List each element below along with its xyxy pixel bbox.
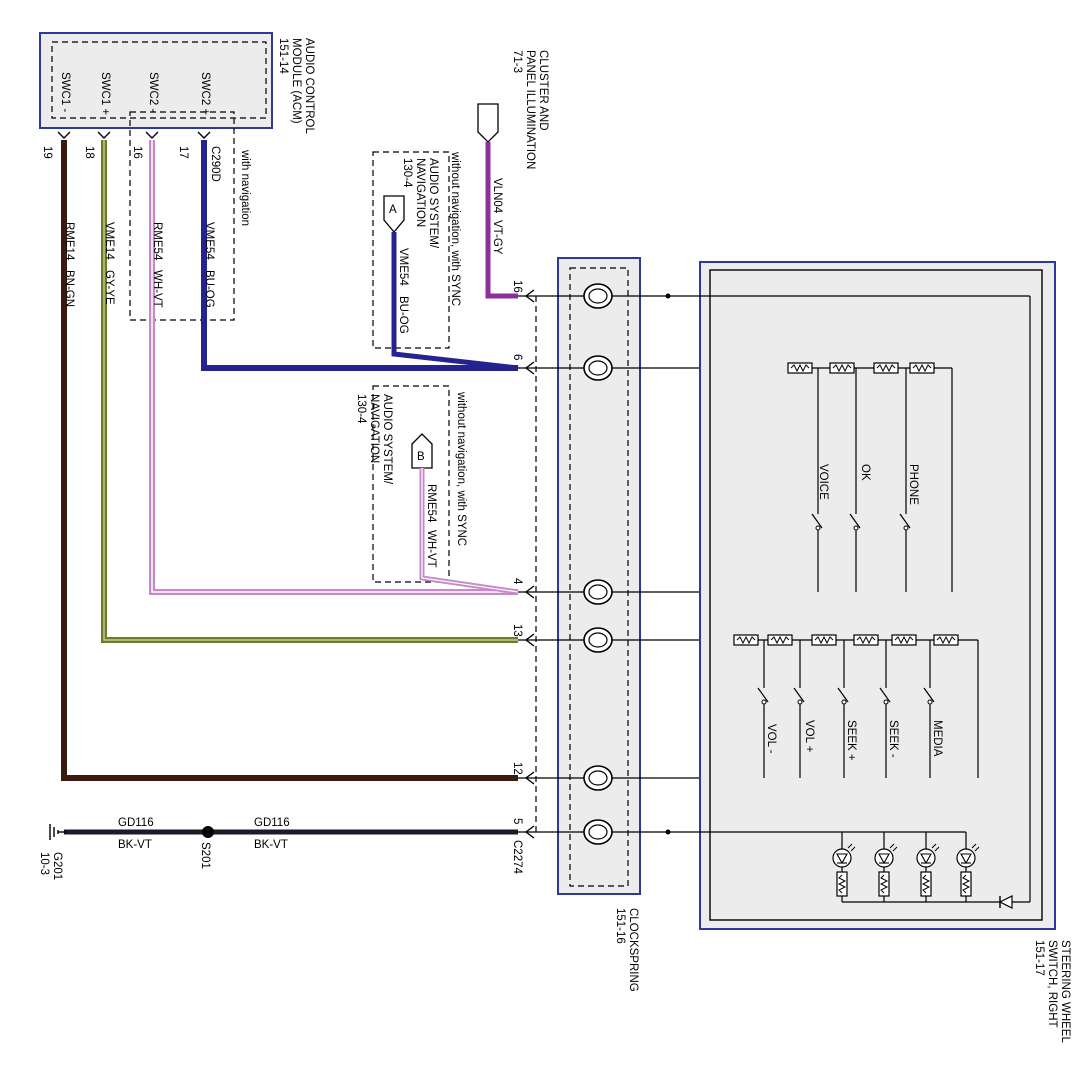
nav-b-system-line2: NAVIGATION [368, 394, 380, 463]
cluster-title-line2: PANEL ILLUMINATION [524, 50, 536, 169]
clockspring-pin-6: 6 [511, 354, 523, 360]
acm-pin-num-18: 18 [83, 146, 95, 159]
wire-bu-og [201, 140, 518, 371]
acm-pin-swc2-minus: SWC2 - [147, 72, 159, 112]
acm-with-navigation: with navigation [239, 149, 251, 226]
cluster-color-code: VT-GY [491, 220, 503, 255]
acm-pin-swc1-minus: SWC1 - [59, 72, 71, 112]
wire-nav-a-bu-og [391, 232, 519, 371]
acm-pin-num-16: 16 [131, 146, 143, 159]
wire-label-vme54: VME54 [203, 222, 215, 260]
wire-vt-gy [485, 142, 518, 299]
nav-b-block: without navigation, with SYNC AUDIO SYST… [355, 385, 519, 595]
wire-label-bu-og: BU-OG [203, 270, 215, 308]
nav-b-color-code: WH-VT [425, 530, 437, 568]
top-resistor-ladder: VOICE OK PHONE [787, 362, 953, 592]
button-seek-plus-label: SEEK + [845, 720, 857, 761]
nav-a-circuit: VME54 [397, 248, 409, 286]
led-icon [832, 843, 856, 868]
wire-label-wh-vt: WH-VT [151, 270, 163, 308]
nav-a-color-code: BU-OG [397, 296, 409, 334]
acm-pin-numbers: 19 18 16 17 C290D with navigation [41, 146, 251, 226]
clockspring-pin-5: 5 [511, 818, 523, 824]
button-vol-minus-label: VOL - [765, 724, 777, 754]
splice-label: S201 [199, 842, 211, 869]
clockspring-pin-12: 12 [511, 762, 523, 775]
bottom-resistor-ladder: VOL - VOL + SEEK + SEEK - MEDIA [733, 634, 979, 778]
audio-control-module: AUDIO CONTROL MODULE (ACM) 151-14 SWC1 -… [39, 32, 315, 321]
ground-color-right: BK-VT [254, 839, 288, 851]
wire-label-vme14: VME14 [103, 222, 115, 260]
acm-connector: C290D [209, 146, 221, 182]
acm-pin-swc2-plus: SWC2 + [199, 72, 211, 115]
splice-dot [202, 826, 214, 838]
nav-a-system-line3: 130-4 [401, 158, 413, 188]
led-icon [956, 843, 980, 868]
nav-b-system-line3: 130-4 [355, 394, 367, 424]
switch-title-line3: 151-17 [1033, 940, 1045, 976]
ground-point-line1: G201 [51, 852, 63, 880]
ground-color-left: BK-VT [118, 839, 152, 851]
ground-circuit-right: GD116 [254, 817, 290, 829]
cluster-connector-shape [477, 103, 499, 143]
acm-pin-labels: SWC1 - SWC1 + SWC2 - SWC2 + [59, 72, 211, 115]
wire-label-rme14: RME14 [63, 222, 75, 261]
clockspring-arrows [524, 289, 535, 839]
clockspring-pin-13: 13 [511, 624, 523, 637]
nav-a-tag: A [389, 204, 397, 216]
cluster-title-line3: 71-3 [511, 50, 523, 73]
clockspring-pin-labels: 16 6 4 13 12 5 C2274 [511, 280, 523, 874]
nav-b-tag: B [417, 451, 425, 463]
illumination-leds [668, 831, 1030, 909]
ground-point-line2: 10-3 [38, 852, 50, 875]
acm-wire-labels: RME14 BN-GN VME14 GY-YE RME54 WH-VT VME5… [63, 222, 215, 308]
cluster-title-line1: CLUSTER AND [537, 50, 549, 131]
ground-circuit: GD116 BK-VT GD116 BK-VT S201 G201 10-3 [38, 817, 290, 880]
switch-title-line2: SWITCH, RIGHT [1046, 940, 1058, 1028]
button-voice-label: VOICE [817, 464, 829, 500]
led-icon [874, 843, 898, 868]
clockspring-pin-4: 4 [511, 578, 523, 585]
nav-b-circuit: RME54 [425, 484, 437, 523]
wire-label-bn-gn: BN-GN [63, 270, 75, 307]
clockspring-title-line2: 151-16 [614, 908, 626, 944]
acm-pin-num-17: 17 [177, 146, 189, 159]
nav-a-system-line2: NAVIGATION [414, 158, 426, 227]
ground-circuit-left: GD116 [118, 817, 154, 829]
switch-title-line1: STEERING WHEEL [1059, 940, 1071, 1043]
wire-label-gy-ye: GY-YE [103, 270, 115, 305]
nav-b-condition: without navigation, with SYNC [455, 391, 467, 546]
steering-wheel-switch: STEERING WHEEL SWITCH, RIGHT 151-17 [665, 261, 1071, 1043]
nav-a-system-line1: AUDIO SYSTEM/ [427, 158, 439, 249]
button-ok-label: OK [859, 464, 871, 481]
clockspring-title-line1: CLOCKSPRING [627, 908, 639, 992]
nav-b-system-line1: AUDIO SYSTEM/ [381, 394, 393, 485]
nav-a-connector-shape [383, 195, 405, 234]
acm-title-line1: AUDIO CONTROL [303, 38, 315, 134]
nav-b-connector-shape [411, 433, 433, 469]
acm-pin-num-19: 19 [41, 146, 53, 159]
nav-a-block: without navigation, with SYNC AUDIO SYST… [372, 151, 519, 371]
button-vol-plus-label: VOL + [803, 720, 815, 753]
wire-bn-gn [61, 140, 518, 781]
nav-a-condition: without navigation, with SYNC [449, 151, 461, 306]
cluster-circuit: VLN04 [491, 178, 503, 214]
button-seek-minus-label: SEEK - [887, 720, 899, 758]
cluster-illumination: CLUSTER AND PANEL ILLUMINATION 71-3 VLN0… [477, 50, 549, 299]
diode-icon [998, 895, 1013, 909]
button-phone-label: PHONE [907, 464, 919, 505]
acm-pin-swc1-plus: SWC1 + [99, 72, 111, 115]
acm-title-line2: MODULE (ACM) [290, 38, 302, 124]
clockspring-connector: C2274 [511, 840, 523, 874]
wire-label-rme54: RME54 [151, 222, 163, 261]
clockspring-pin-16: 16 [511, 280, 523, 293]
acm-wires [61, 140, 518, 835]
button-media-label: MEDIA [931, 720, 943, 757]
acm-title-line3: 151-14 [277, 38, 289, 74]
led-icon [916, 843, 940, 868]
